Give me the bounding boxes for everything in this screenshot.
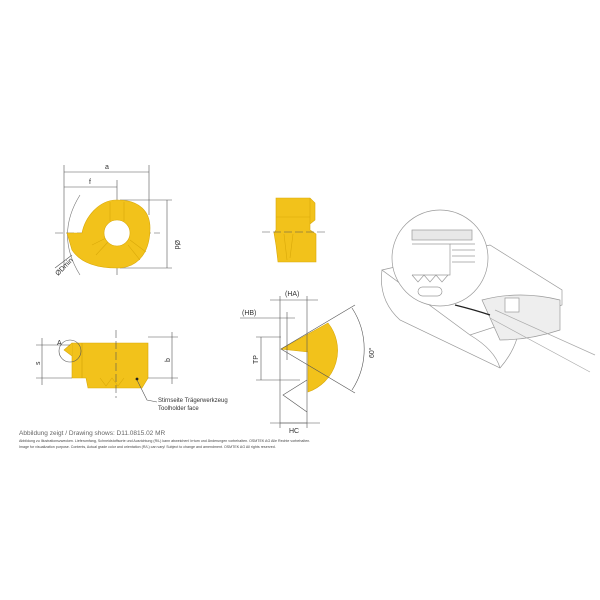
dim-s-label: s xyxy=(35,361,42,365)
disclaimer-de: Abbildung zu Illustrationszwecken. Liefe… xyxy=(19,439,311,443)
insert-hole xyxy=(103,219,131,247)
angle-label: 60° xyxy=(368,347,376,358)
dim-d-label: Ød xyxy=(173,240,180,249)
toolholder-face-label-de: Stirnseite Trägerwerkzeug xyxy=(158,398,228,404)
dim-f-label: f xyxy=(89,179,91,186)
dim-b-label: b xyxy=(165,358,172,362)
dim-dmin-label: ØDmin xyxy=(54,257,74,277)
dim-tp-label: TP xyxy=(253,355,260,364)
toolholder-face-label-en: Toolholder face xyxy=(158,406,199,412)
dim-hc-label: HC xyxy=(289,428,299,435)
detail-a-label: A xyxy=(57,340,62,347)
disclaimer-en: Image for visualization purpose. Content… xyxy=(19,445,276,449)
drawing-reference: Abbildung zeigt / Drawing shows: D11.081… xyxy=(19,430,166,437)
side-view xyxy=(36,330,178,403)
insert-front-view xyxy=(262,197,325,263)
dim-a-label: a xyxy=(105,164,109,171)
profile-view xyxy=(240,296,365,428)
dim-hb-label: (HB) xyxy=(242,310,256,317)
application-illustration xyxy=(381,209,596,373)
dim-ha-label: (HA) xyxy=(285,291,299,298)
